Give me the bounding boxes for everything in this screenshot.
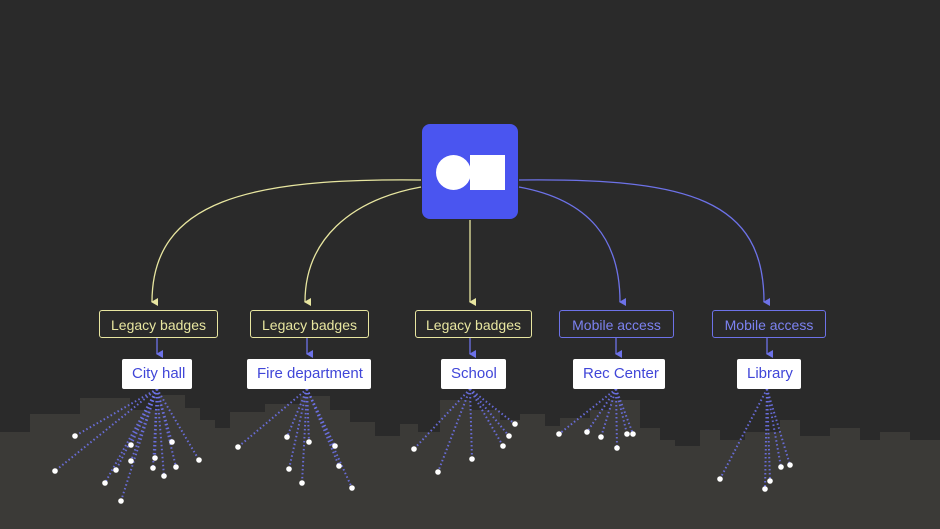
device-ray-3-1 (413, 388, 471, 450)
access-label-2: Legacy badges (250, 310, 369, 338)
device-ray-2-6 (306, 388, 336, 447)
device-ray-1-9 (152, 388, 158, 469)
device-dot-2-1 (235, 444, 241, 450)
device-dot-5-5 (787, 462, 793, 468)
device-dot-3-1 (411, 446, 417, 452)
place-school: School (441, 359, 506, 389)
device-dot-4-4 (614, 445, 620, 451)
device-ray-2-1 (237, 388, 308, 448)
device-ray-3-6 (469, 388, 516, 425)
device-ray-5-1 (719, 388, 768, 480)
place-fire-department: Fire department (247, 359, 371, 389)
device-dot-1-7 (128, 458, 134, 464)
device-dot-1-5 (118, 498, 124, 504)
device-ray-1-4 (115, 388, 158, 471)
device-dot-1-6 (128, 442, 134, 448)
place-city-hall: City hall (122, 359, 192, 389)
device-dot-1-2 (72, 433, 78, 439)
device-ray-2-7 (306, 388, 340, 467)
device-dot-4-1 (556, 431, 562, 437)
device-dot-3-2 (435, 469, 441, 475)
access-label-5: Mobile access (712, 310, 826, 338)
device-dot-3-4 (500, 443, 506, 449)
access-label-3: Legacy badges (415, 310, 532, 338)
device-dot-2-6 (332, 443, 338, 449)
device-ray-5-5 (766, 388, 791, 466)
device-dot-4-5 (624, 431, 630, 437)
device-dot-4-6 (630, 431, 636, 437)
device-ray-2-3 (288, 388, 308, 470)
place-library: Library (737, 359, 801, 389)
device-dots (52, 421, 793, 504)
device-dot-5-4 (778, 464, 784, 470)
device-ray-1-10 (156, 388, 165, 477)
device-dot-1-3 (102, 480, 108, 486)
device-rays (54, 388, 791, 502)
device-dot-4-3 (598, 434, 604, 440)
device-ray-3-4 (469, 388, 504, 447)
device-dot-1-4 (113, 467, 119, 473)
device-dot-5-3 (767, 478, 773, 484)
logo-square-icon (470, 155, 505, 190)
device-dot-1-11 (169, 439, 175, 445)
device-dot-5-2 (762, 486, 768, 492)
hub-connectors (151, 179, 771, 307)
device-dot-1-9 (150, 465, 156, 471)
hub-logo (422, 124, 518, 219)
device-dot-1-12 (173, 464, 179, 470)
device-ray-2-5 (306, 388, 310, 443)
hub-connector-4 (518, 186, 627, 306)
logo-circle-icon (436, 155, 471, 190)
device-dot-2-8 (349, 485, 355, 491)
device-dot-2-3 (286, 466, 292, 472)
device-ray-4-2 (586, 388, 617, 433)
device-ray-1-12 (156, 388, 177, 468)
device-dot-1-13 (196, 457, 202, 463)
device-dot-4-2 (584, 429, 590, 435)
device-dot-1-8 (152, 455, 158, 461)
device-ray-4-4 (615, 388, 618, 449)
device-ray-1-7 (130, 388, 158, 462)
device-dot-3-6 (512, 421, 518, 427)
device-dot-5-1 (717, 476, 723, 482)
device-dot-2-5 (306, 439, 312, 445)
access-label-1: Legacy badges (99, 310, 218, 338)
access-label-4: Mobile access (559, 310, 674, 338)
hub-connector-5 (518, 179, 771, 306)
device-ray-5-3 (766, 388, 771, 482)
box-connectors (156, 338, 773, 358)
device-ray-1-1 (54, 388, 158, 472)
device-ray-1-13 (156, 388, 200, 461)
device-ray-3-2 (437, 388, 471, 473)
device-dot-1-1 (52, 468, 58, 474)
device-dot-1-10 (161, 473, 167, 479)
city-skyline (0, 395, 940, 529)
hub-connector-1 (151, 179, 422, 307)
device-dot-3-5 (506, 433, 512, 439)
device-ray-5-4 (766, 388, 782, 468)
device-ray-2-2 (286, 388, 308, 438)
device-ray-4-6 (615, 388, 634, 435)
device-dot-2-2 (284, 434, 290, 440)
device-dot-2-7 (336, 463, 342, 469)
place-rec-center: Rec Center (573, 359, 665, 389)
device-dot-2-4 (299, 480, 305, 486)
device-ray-4-1 (558, 388, 617, 435)
hub-connector-2 (304, 186, 422, 307)
device-dot-3-3 (469, 456, 475, 462)
device-ray-4-3 (600, 388, 617, 438)
